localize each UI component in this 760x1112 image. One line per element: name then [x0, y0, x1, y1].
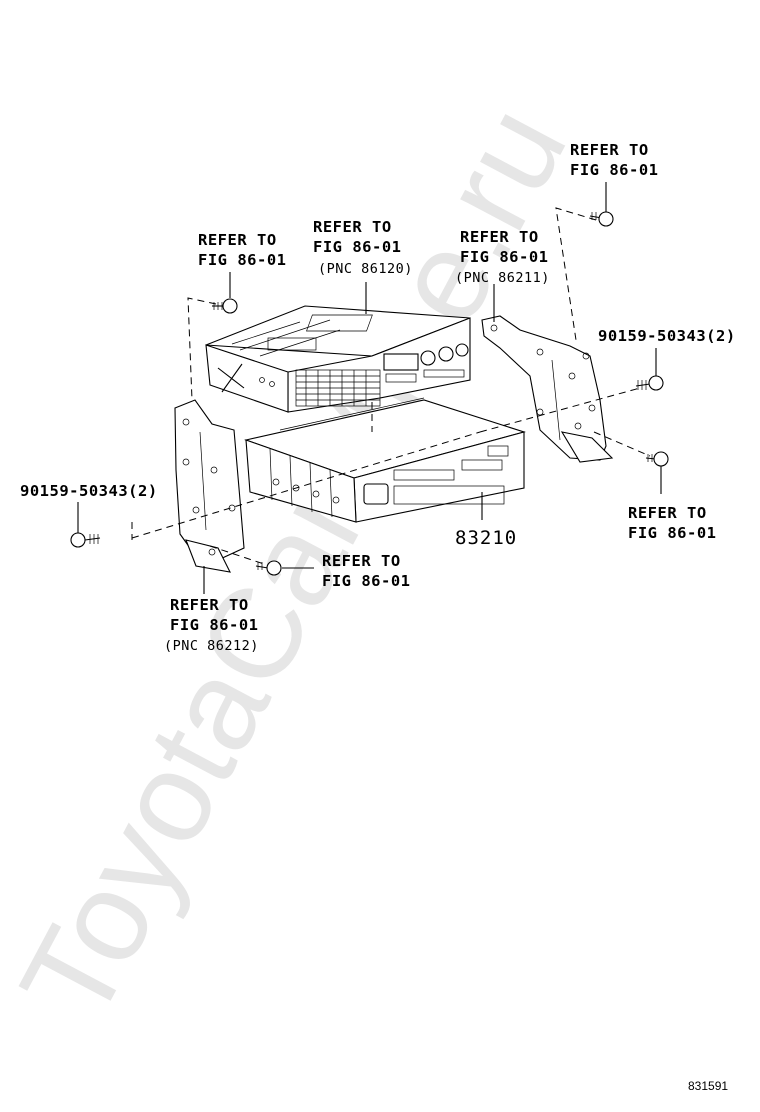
bolt-top-left [212, 298, 238, 314]
label-radio: REFER TO FIG 86-01 (PNC 86120) [313, 218, 413, 277]
svg-text:FIG 86-01: FIG 86-01 [313, 238, 402, 256]
label-bracket-right: REFER TO FIG 86-01 (PNC 86211) [455, 228, 550, 286]
svg-text:(PNC 86211): (PNC 86211) [455, 270, 550, 286]
svg-text:90159-50343(2): 90159-50343(2) [598, 327, 736, 345]
label-main-part: 83210 [455, 527, 517, 549]
svg-text:(PNC 86212): (PNC 86212) [164, 638, 259, 654]
right-bracket [481, 315, 614, 463]
left-bracket [174, 399, 245, 573]
svg-text:FIG 86-01: FIG 86-01 [322, 572, 411, 590]
svg-text:(PNC 86120): (PNC 86120) [318, 261, 413, 277]
svg-text:REFER TO: REFER TO [460, 228, 539, 246]
svg-text:REFER TO: REFER TO [198, 231, 277, 249]
svg-text:FIG 86-01: FIG 86-01 [460, 248, 549, 266]
bolt-left [70, 532, 101, 548]
radio-grille [295, 369, 381, 407]
label-bracket-left: REFER TO FIG 86-01 (PNC 86212) [164, 596, 259, 654]
label-lower-right: REFER TO FIG 86-01 [628, 504, 717, 542]
bolt-right [635, 375, 664, 391]
svg-text:REFER TO: REFER TO [170, 596, 249, 614]
svg-text:90159-50343(2): 90159-50343(2) [20, 482, 158, 500]
svg-text:REFER TO: REFER TO [570, 141, 649, 159]
svg-text:FIG 86-01: FIG 86-01 [628, 524, 717, 542]
main-unit-83210 [244, 397, 526, 523]
label-lower-center: REFER TO FIG 86-01 [322, 552, 411, 590]
svg-text:83210: 83210 [455, 527, 517, 549]
label-top-left: REFER TO FIG 86-01 [198, 231, 287, 269]
leader-lines [77, 182, 662, 594]
radio-unit [205, 305, 471, 413]
label-bolt-left: 90159-50343(2) [20, 482, 158, 500]
svg-text:REFER TO: REFER TO [628, 504, 707, 522]
svg-text:REFER TO: REFER TO [322, 552, 401, 570]
label-top-right: REFER TO FIG 86-01 [570, 141, 659, 179]
bolt-lower-center [255, 560, 282, 576]
label-bolt-right: 90159-50343(2) [598, 327, 736, 345]
bolt-lower-right [645, 451, 669, 467]
svg-text:REFER TO: REFER TO [313, 218, 392, 236]
assembly-lines [131, 207, 651, 565]
svg-text:FIG 86-01: FIG 86-01 [570, 161, 659, 179]
svg-text:FIG 86-01: FIG 86-01 [170, 616, 259, 634]
diagram-id: 831591 [688, 1079, 728, 1093]
svg-text:FIG 86-01: FIG 86-01 [198, 251, 287, 269]
